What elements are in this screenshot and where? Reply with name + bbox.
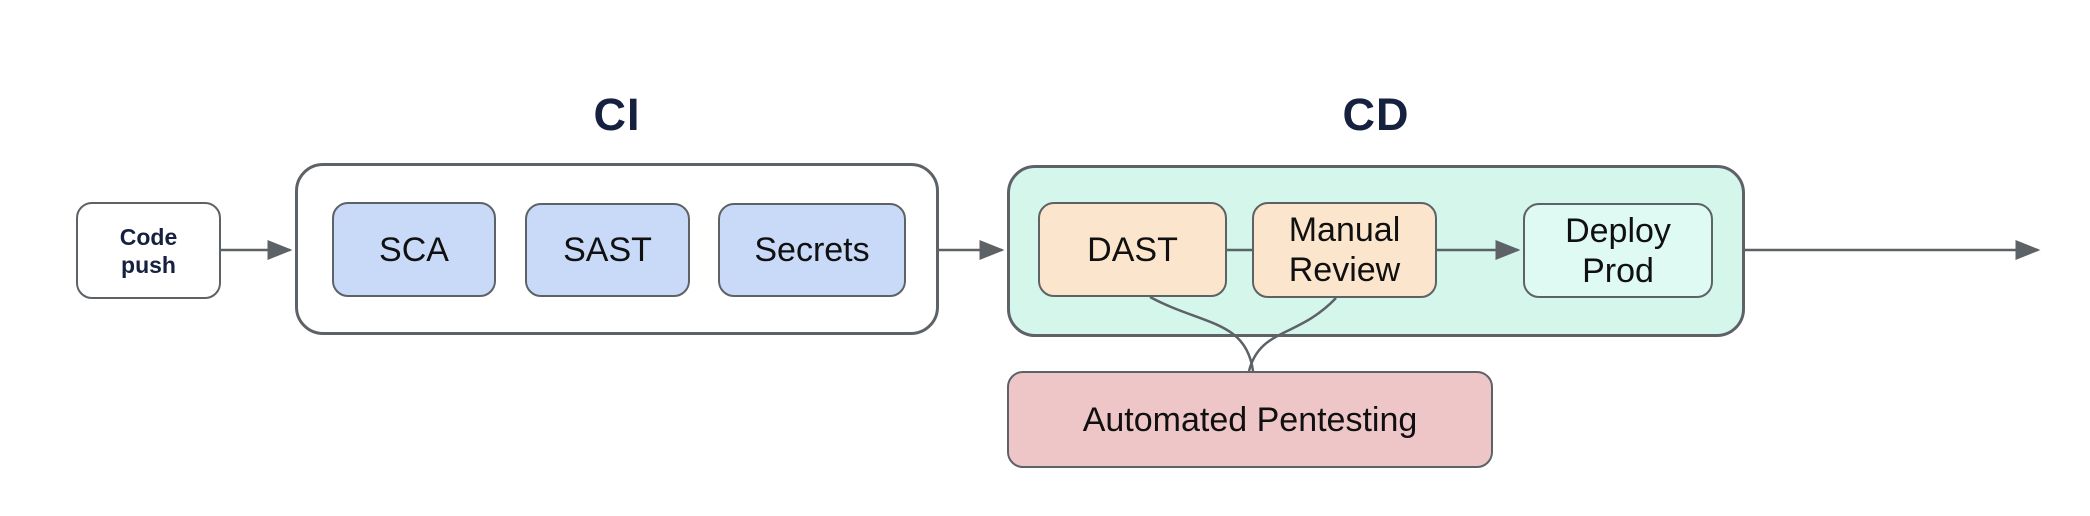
node-code-push: Code push [76,202,221,299]
node-secrets: Secrets [718,203,906,297]
cd-group-title: CD [1342,89,1410,140]
node-sast: SAST [525,203,690,297]
ci-group-title: CI [593,89,641,140]
edge-manual-review-to-automated-pentesting [1247,297,1337,372]
node-manual-review: Manual Review [1252,202,1437,298]
node-deploy-prod: Deploy Prod [1523,203,1713,298]
node-dast: DAST [1038,202,1227,297]
node-sca: SCA [332,202,496,297]
node-automated-pentesting: Automated Pentesting [1007,371,1493,468]
edge-dast-to-automated-pentesting [1149,295,1255,372]
